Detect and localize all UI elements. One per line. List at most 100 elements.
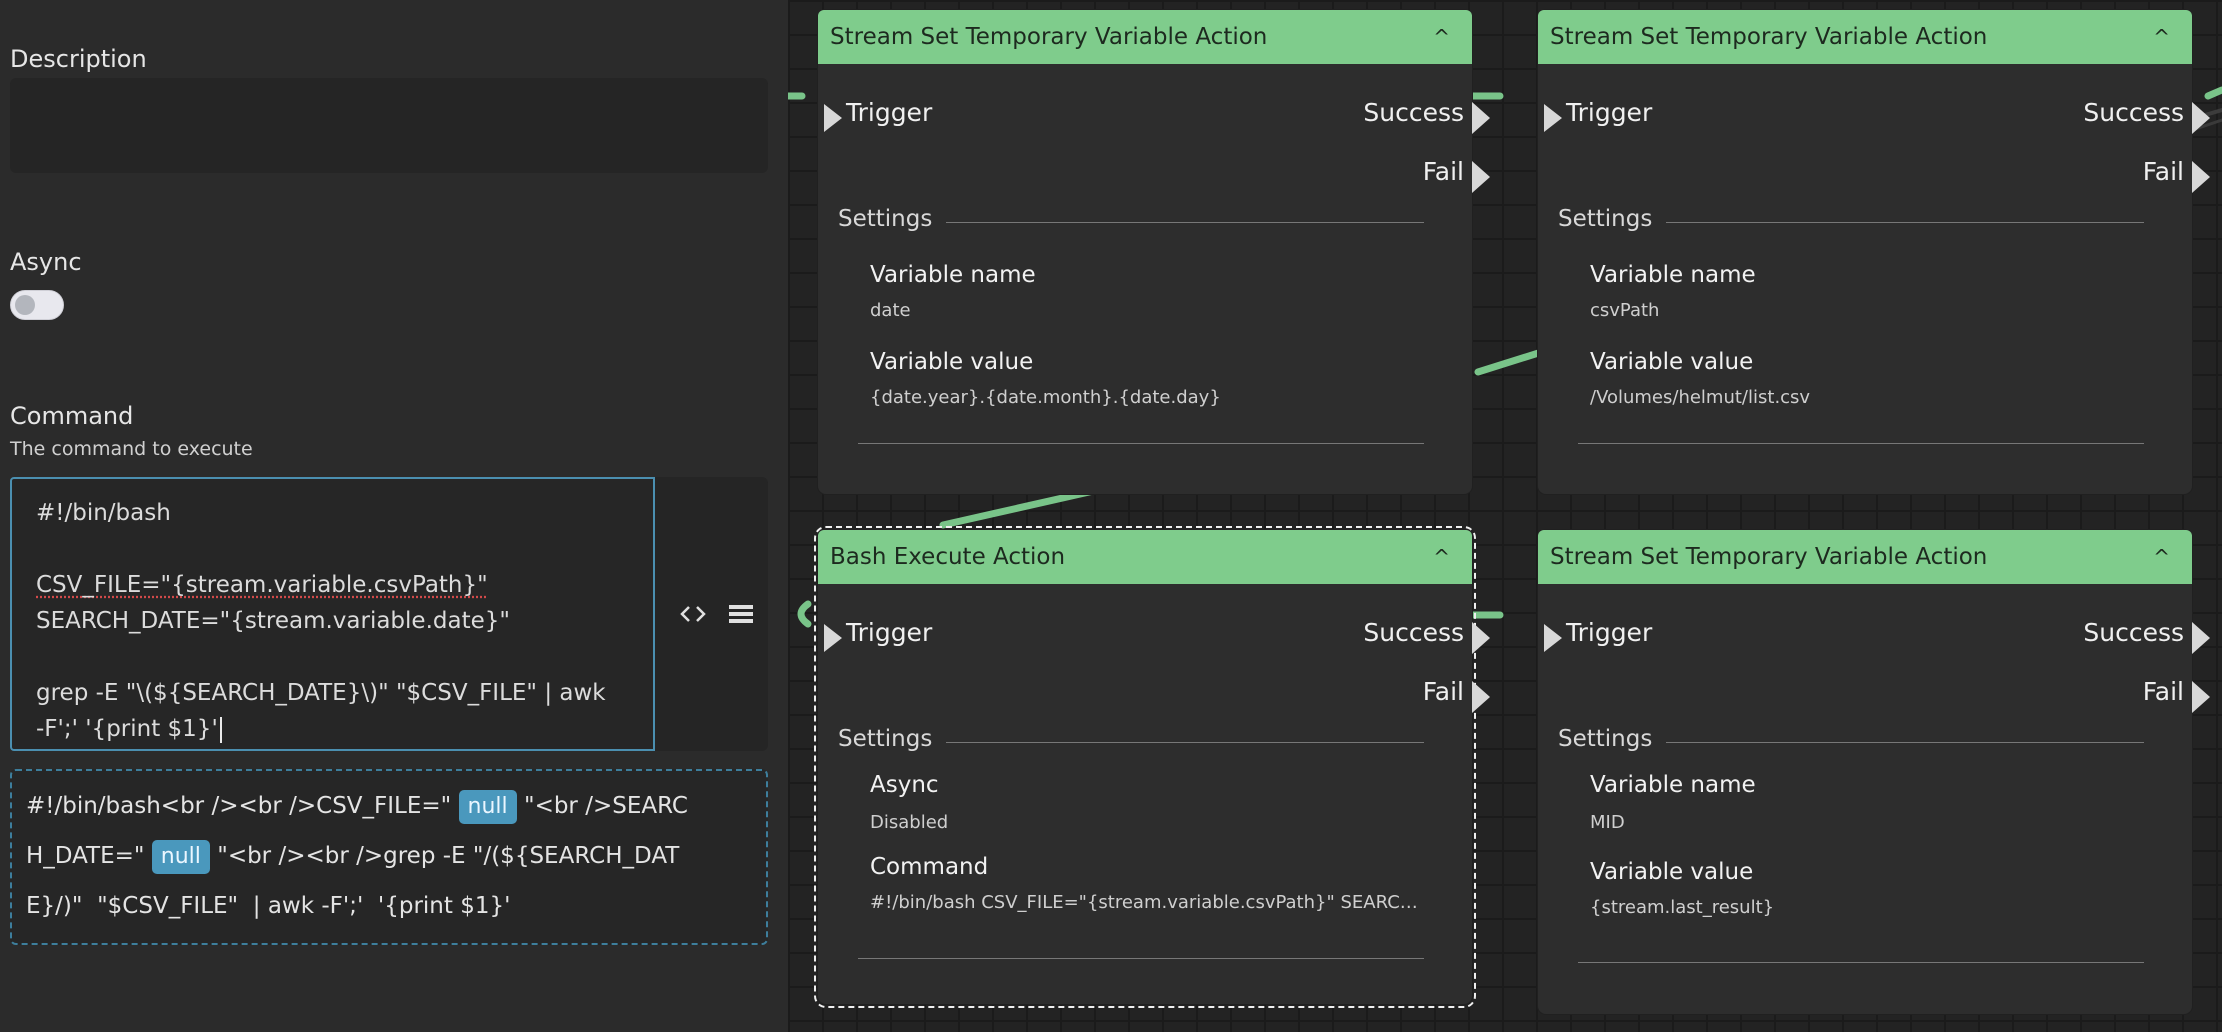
divider <box>1578 962 2144 963</box>
command-help-text: The command to execute <box>10 438 253 460</box>
node-title: Stream Set Temporary Variable Action <box>1550 544 1988 570</box>
divider <box>1578 443 2144 444</box>
field-label: Async <box>870 772 939 798</box>
connection-wire[interactable] <box>1474 346 1552 376</box>
settings-header: Settings <box>838 206 933 232</box>
trigger-port[interactable]: Trigger <box>823 618 933 652</box>
node-header[interactable]: Bash Execute Action ^ <box>818 530 1472 584</box>
field-label: Command <box>870 854 989 880</box>
description-field[interactable] <box>10 78 768 173</box>
divider <box>1666 222 2144 223</box>
chevron-up-icon[interactable]: ^ <box>2153 25 2170 49</box>
field-value: /Volumes/helmut/list.csv <box>1590 387 1811 408</box>
trigger-port[interactable]: Trigger <box>823 98 933 132</box>
code-line: grep -E "\(${SEARCH_DATE}\)" "$CSV_FILE"… <box>36 680 606 706</box>
success-port[interactable]: Success <box>1363 618 1490 654</box>
success-port[interactable]: Success <box>1363 98 1490 134</box>
preview-text: #!/bin/bash<br /><br />CSV_FILE=" <box>26 793 452 819</box>
connection-wire[interactable] <box>2204 86 2222 100</box>
fail-label: Fail <box>1422 157 1464 186</box>
action-node-bash-execute[interactable]: Bash Execute Action ^ Trigger Success Fa… <box>814 526 1490 1008</box>
fail-port[interactable]: Fail <box>2142 677 2210 713</box>
node-title: Stream Set Temporary Variable Action <box>1550 24 1988 50</box>
field-value: csvPath <box>1590 300 1660 321</box>
success-label: Success <box>1363 618 1464 647</box>
command-label: Command <box>10 402 134 430</box>
fail-label: Fail <box>2142 677 2184 706</box>
settings-header: Settings <box>1558 206 1653 232</box>
field-label: Variable value <box>870 349 1034 375</box>
preview-line: H_DATE=" null "<br /><br />grep -E "/(${… <box>26 831 752 881</box>
null-badge: null <box>151 840 210 874</box>
preview-text: H_DATE=" <box>26 843 145 869</box>
field-value: {date.year}.{date.month}.{date.day} <box>870 387 1221 408</box>
divider <box>946 742 1424 743</box>
async-toggle[interactable] <box>10 290 64 320</box>
flow-canvas[interactable]: Stream Set Temporary Variable Action ^ T… <box>788 0 2222 1032</box>
async-label: Async <box>10 248 82 276</box>
divider <box>858 958 1424 959</box>
code-line-last: -F';' '{print $1}' <box>36 711 629 747</box>
field-value: {stream.last_result} <box>1590 897 1775 918</box>
preview-line: #!/bin/bash<br /><br />CSV_FILE=" null "… <box>26 781 752 831</box>
divider <box>1666 742 2144 743</box>
field-label: Variable name <box>1590 262 1756 288</box>
field-label: Variable value <box>1590 859 1754 885</box>
fail-port[interactable]: Fail <box>1422 157 1490 193</box>
properties-panel: Description Async Command The command to… <box>0 0 788 1032</box>
fail-port[interactable]: Fail <box>2142 157 2210 193</box>
chevron-up-icon[interactable]: ^ <box>2153 545 2170 569</box>
divider <box>858 443 1424 444</box>
success-label: Success <box>1363 98 1464 127</box>
success-label: Success <box>2083 618 2184 647</box>
trigger-port[interactable]: Trigger <box>1543 618 1653 652</box>
editor-toolbar <box>678 601 756 627</box>
fail-label: Fail <box>2142 157 2184 186</box>
divider <box>946 222 1424 223</box>
node-header[interactable]: Stream Set Temporary Variable Action ^ <box>818 10 1472 64</box>
command-editor[interactable]: #!/bin/bash CSV_FILE="{stream.variable.c… <box>10 477 655 751</box>
preview-text: "<br />SEARC <box>523 793 688 819</box>
field-label: Variable value <box>1590 349 1754 375</box>
triangle-port-icon <box>1472 622 1490 654</box>
triangle-port-icon <box>1472 161 1490 193</box>
code-line <box>36 639 629 675</box>
code-line: SEARCH_DATE="{stream.variable.date}" <box>36 608 510 634</box>
trigger-port[interactable]: Trigger <box>1543 98 1653 132</box>
code-line: CSV_FILE="{stream.variable.csvPath}" <box>36 572 488 598</box>
list-icon[interactable] <box>726 601 756 627</box>
action-node-set-mid[interactable]: Stream Set Temporary Variable Action ^ T… <box>1538 530 2210 1014</box>
code-line: #!/bin/bash <box>36 500 171 526</box>
code-line <box>36 531 629 567</box>
preview-line: E}/)" "$CSV_FILE" | awk -F';' '{print $1… <box>26 893 511 919</box>
triangle-port-icon <box>2192 622 2210 654</box>
connection-wire[interactable] <box>939 486 1102 529</box>
fail-port[interactable]: Fail <box>1422 677 1490 713</box>
field-value: Disabled <box>870 812 949 833</box>
triangle-port-icon <box>2192 161 2210 193</box>
triangle-port-icon <box>2192 102 2210 134</box>
triangle-port-icon <box>2192 681 2210 713</box>
node-header[interactable]: Stream Set Temporary Variable Action ^ <box>1538 530 2192 584</box>
code-line-text: -F';' '{print $1}' <box>36 716 218 742</box>
success-label: Success <box>2083 98 2184 127</box>
success-port[interactable]: Success <box>2083 98 2210 134</box>
chevron-up-icon[interactable]: ^ <box>1433 25 1450 49</box>
field-value: date <box>870 300 911 321</box>
triangle-port-icon <box>1472 102 1490 134</box>
text-caret <box>219 716 222 743</box>
node-title: Stream Set Temporary Variable Action <box>830 24 1268 50</box>
success-port[interactable]: Success <box>2083 618 2210 654</box>
chevron-up-icon[interactable]: ^ <box>1433 545 1450 569</box>
field-value: MID <box>1590 812 1625 833</box>
command-preview: #!/bin/bash<br /><br />CSV_FILE=" null "… <box>10 769 768 945</box>
code-icon[interactable] <box>678 601 708 627</box>
node-header[interactable]: Stream Set Temporary Variable Action ^ <box>1538 10 2192 64</box>
field-value: #!/bin/bash CSV_FILE="{stream.variable.c… <box>870 892 1430 913</box>
action-node-set-date[interactable]: Stream Set Temporary Variable Action ^ T… <box>818 10 1490 494</box>
field-label: Variable name <box>870 262 1036 288</box>
action-node-set-csvpath[interactable]: Stream Set Temporary Variable Action ^ T… <box>1538 10 2210 494</box>
fail-label: Fail <box>1422 677 1464 706</box>
connection-wire[interactable] <box>797 600 812 628</box>
description-label: Description <box>10 45 147 73</box>
